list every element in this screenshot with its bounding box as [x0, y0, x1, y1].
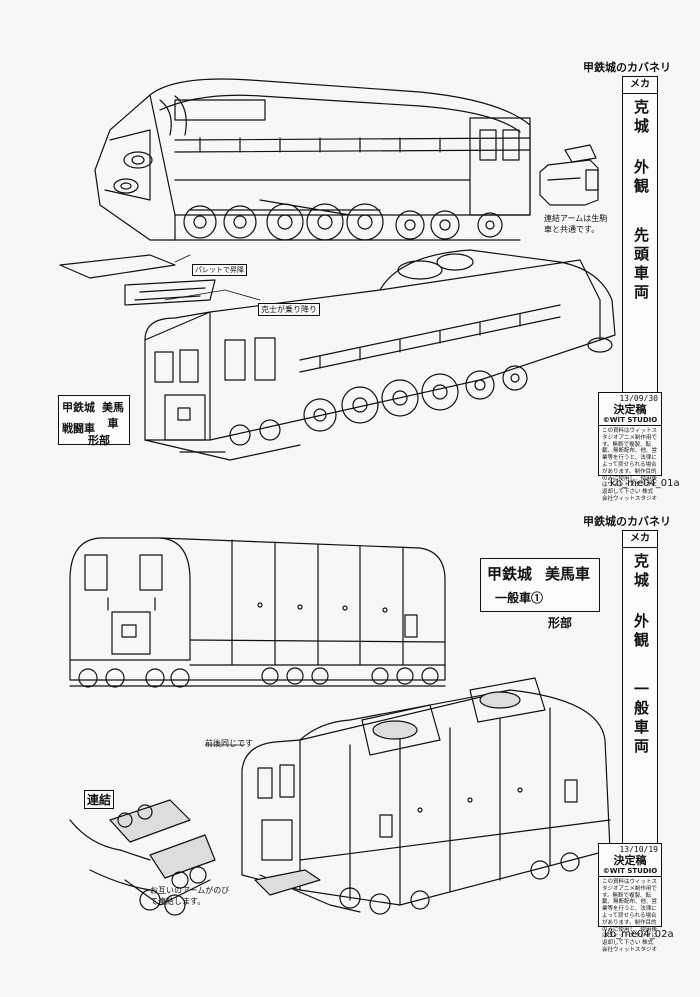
copyright-note-2: この資料はウィットスタジオアニメ制作用です。無断で複製、転載、無断配布、他、営業… [602, 879, 658, 953]
general-car-side-drawing [69, 537, 446, 688]
same-both-ends-note: 前後同じです [205, 739, 253, 748]
stair-note: 克士が乗り降り [258, 303, 320, 316]
sheet-code: kb_me04_01a [610, 478, 680, 489]
arm-note: お互いのアームがのびて連結します。 [150, 886, 230, 906]
car-label-box: 甲鉄城 美馬車 戦闘車 [58, 395, 130, 445]
coupler-note: 連結アームは生駒車と共通です。 [544, 214, 608, 234]
title-view: 外観 [632, 159, 650, 197]
studio-credit-2: ©WIT STUDIO [599, 867, 661, 877]
coupling-detail-drawing [69, 799, 216, 916]
label-car-type: 戦闘車 [62, 422, 95, 435]
label-car-name: 美馬車 [102, 401, 124, 430]
label-train-name-2: 甲鉄城 [487, 565, 533, 583]
lift-note: パレットで昇降 [192, 264, 247, 276]
label-train-name: 甲鉄城 [62, 401, 95, 414]
title-mech-name: 克城 [632, 99, 650, 137]
meka-tag: メカ [623, 77, 657, 94]
approval-date: 13/09/30 [619, 394, 658, 403]
sheet-code-2: kb_me04_02a [604, 929, 674, 940]
label-car-name-2: 美馬車 [545, 565, 591, 583]
title-car: 先頭車両 [632, 227, 650, 303]
meka-tag-2: メカ [623, 531, 657, 548]
copyright-note: この資料はウィットスタジオアニメ制作用です。無断で複製、転載、無断配布、他、営業… [602, 428, 658, 502]
dept-signature: 形部 [88, 434, 110, 447]
coupler-detail-drawing [539, 144, 599, 206]
title-view-2: 外観 [632, 613, 650, 651]
coupling-label: 連結 [84, 790, 115, 809]
locomotive-isometric-drawing [59, 249, 616, 461]
title-mech-name-2: 克城 [632, 553, 650, 591]
approval-status: 決定稿 [613, 403, 647, 416]
series-logo-2: 甲鉄城のカバネリ [583, 515, 671, 528]
locomotive-side-drawing [94, 78, 531, 241]
series-logo: 甲鉄城のカバネリ [583, 61, 671, 74]
car-label-box-2: 甲鉄城 美馬車 一般車① [480, 558, 600, 612]
title-panel-2: メカ 克城 外観 一般車両 [622, 530, 658, 847]
approval-date-2: 13/10/19 [619, 845, 658, 854]
general-car-isometric-drawing [204, 677, 611, 915]
dept-signature-2: 形部 [548, 616, 573, 630]
studio-credit: ©WIT STUDIO [599, 416, 661, 426]
approval-stamp: 13/09/30 決定稿 ©WIT STUDIO この資料はウィットスタジオアニ… [598, 392, 662, 502]
title-car-2: 一般車両 [632, 681, 650, 757]
approval-stamp-2: 13/10/19 決定稿 ©WIT STUDIO この資料はウィットスタジオアニ… [598, 843, 662, 953]
title-panel: メカ 克城 外観 先頭車両 [622, 76, 658, 398]
approval-status-2: 決定稿 [613, 854, 647, 867]
label-car-type-2: 一般車① [495, 591, 544, 605]
